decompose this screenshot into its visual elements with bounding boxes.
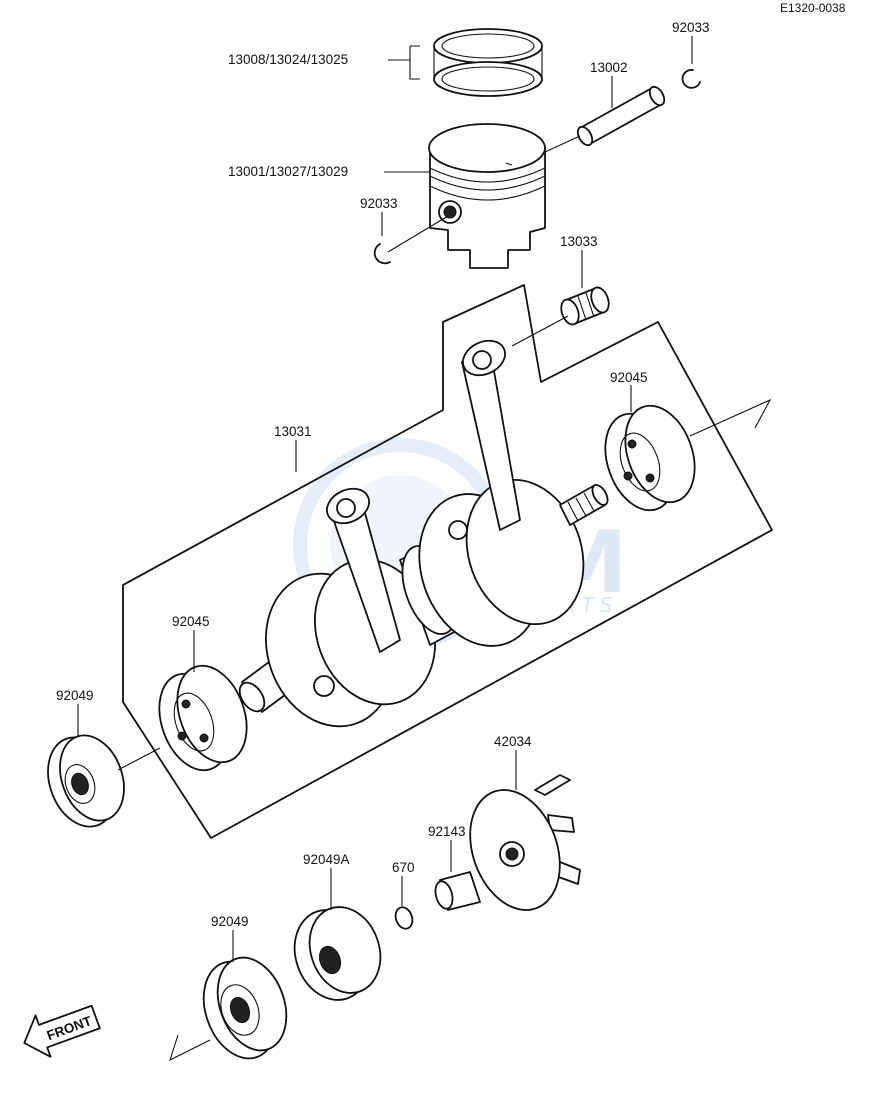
front-arrow: FRONT [23,1004,101,1058]
drawing-code: E1320-0038 [780,1,846,15]
piston-pin [576,85,666,147]
label-oil-seal-left: 92049 [56,688,94,703]
label-piston: 13001/13027/13029 [228,164,348,179]
bearing-left [158,664,248,772]
label-rotor: 42034 [494,734,532,749]
label-collar: 92143 [428,824,466,839]
oil-seal-left [47,734,125,828]
label-circlip-left: 92033 [360,196,398,211]
label-o-ring: 670 [392,860,415,875]
label-needle-bearing: 13033 [560,234,598,249]
label-bearing-left: 92045 [172,614,210,629]
piston-rings [433,28,543,97]
crankshaft-assembly-border [122,284,773,839]
piston [428,123,546,269]
label-seal-92049a: 92049A [303,852,350,867]
needle-bearing [560,286,610,326]
seal-bottom [202,956,288,1060]
bearing-right [604,404,696,512]
label-bearing-right: 92045 [610,370,648,385]
collar [434,871,481,911]
rotor [469,774,581,911]
leader-lines [77,36,772,1062]
label-crankshaft-assy: 13031 [274,424,312,439]
crankshaft [238,339,609,728]
label-piston-rings: 13008/13024/13025 [228,52,348,67]
circlip-right [681,69,701,89]
label-piston-pin: 13002 [590,60,628,75]
label-circlip-right: 92033 [672,20,710,35]
part-labels: E1320-0038 13008/13024/13025 92033 13002… [56,1,846,929]
o-ring [394,906,414,930]
label-seal-bottom: 92049 [211,914,249,929]
seal-92049a [293,906,382,1001]
circlip-left [373,243,391,265]
